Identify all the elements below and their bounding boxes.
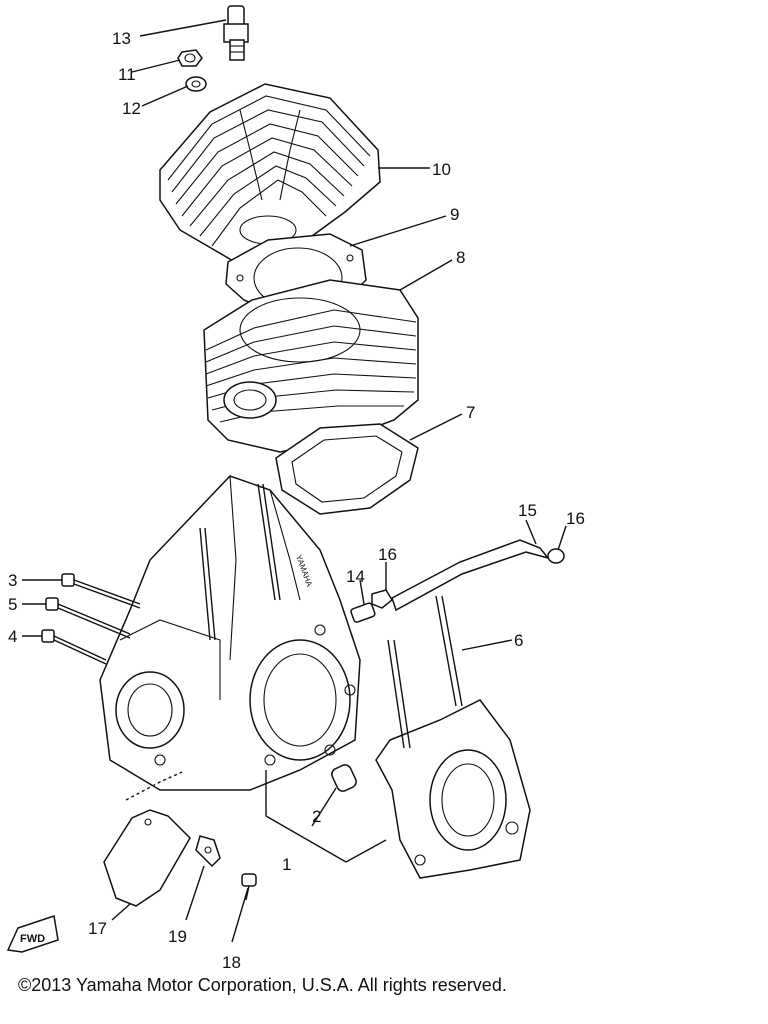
callout-5: 5 [8, 595, 17, 614]
breather-pipe [391, 539, 551, 612]
bolt-4 [41, 629, 107, 665]
fwd-label: FWD [20, 933, 45, 945]
bolt-3 [61, 573, 141, 609]
dowel-pin [331, 764, 357, 792]
callout-17: 17 [88, 919, 107, 938]
base-gasket [275, 423, 419, 515]
crankcase-studs [199, 483, 281, 641]
callout-14: 14 [346, 567, 365, 586]
callout-7: 7 [466, 403, 475, 422]
fwd-arrow-icon: FWD [6, 915, 59, 953]
callout-12: 12 [122, 99, 141, 118]
right-crankcase [375, 595, 531, 879]
callout-19: 19 [168, 927, 187, 946]
bracket [195, 835, 221, 868]
screw [241, 873, 257, 901]
left-crankcase: YAMAHA [99, 475, 361, 791]
callout-10: 10 [432, 160, 451, 179]
callout-2: 2 [312, 807, 321, 826]
spark-plug [223, 5, 249, 61]
pipe-cap-right [547, 548, 565, 564]
callout-8: 8 [456, 248, 465, 267]
callout-3: 3 [8, 571, 17, 590]
callout-16-left: 16 [378, 545, 397, 564]
bolt-5 [45, 597, 131, 639]
callout-6: 6 [514, 631, 523, 650]
callout-13: 13 [112, 29, 131, 48]
callout-1: 1 [282, 855, 291, 874]
pipe-fitting [350, 589, 393, 623]
leader-lines [22, 19, 567, 943]
cylinder [203, 279, 419, 453]
washer [185, 76, 207, 92]
callout-11: 11 [118, 65, 136, 84]
cylinder-head-nut [177, 49, 203, 67]
callout-18: 18 [222, 953, 241, 972]
callout-16-right: 16 [566, 509, 585, 528]
copyright-notice: ©2013 Yamaha Motor Corporation, U.S.A. A… [18, 975, 507, 995]
callout-15: 15 [518, 501, 537, 520]
callout-4: 4 [8, 627, 17, 646]
cylinder-head [159, 83, 381, 263]
cover-plate [103, 809, 191, 907]
callout-9: 9 [450, 205, 459, 224]
